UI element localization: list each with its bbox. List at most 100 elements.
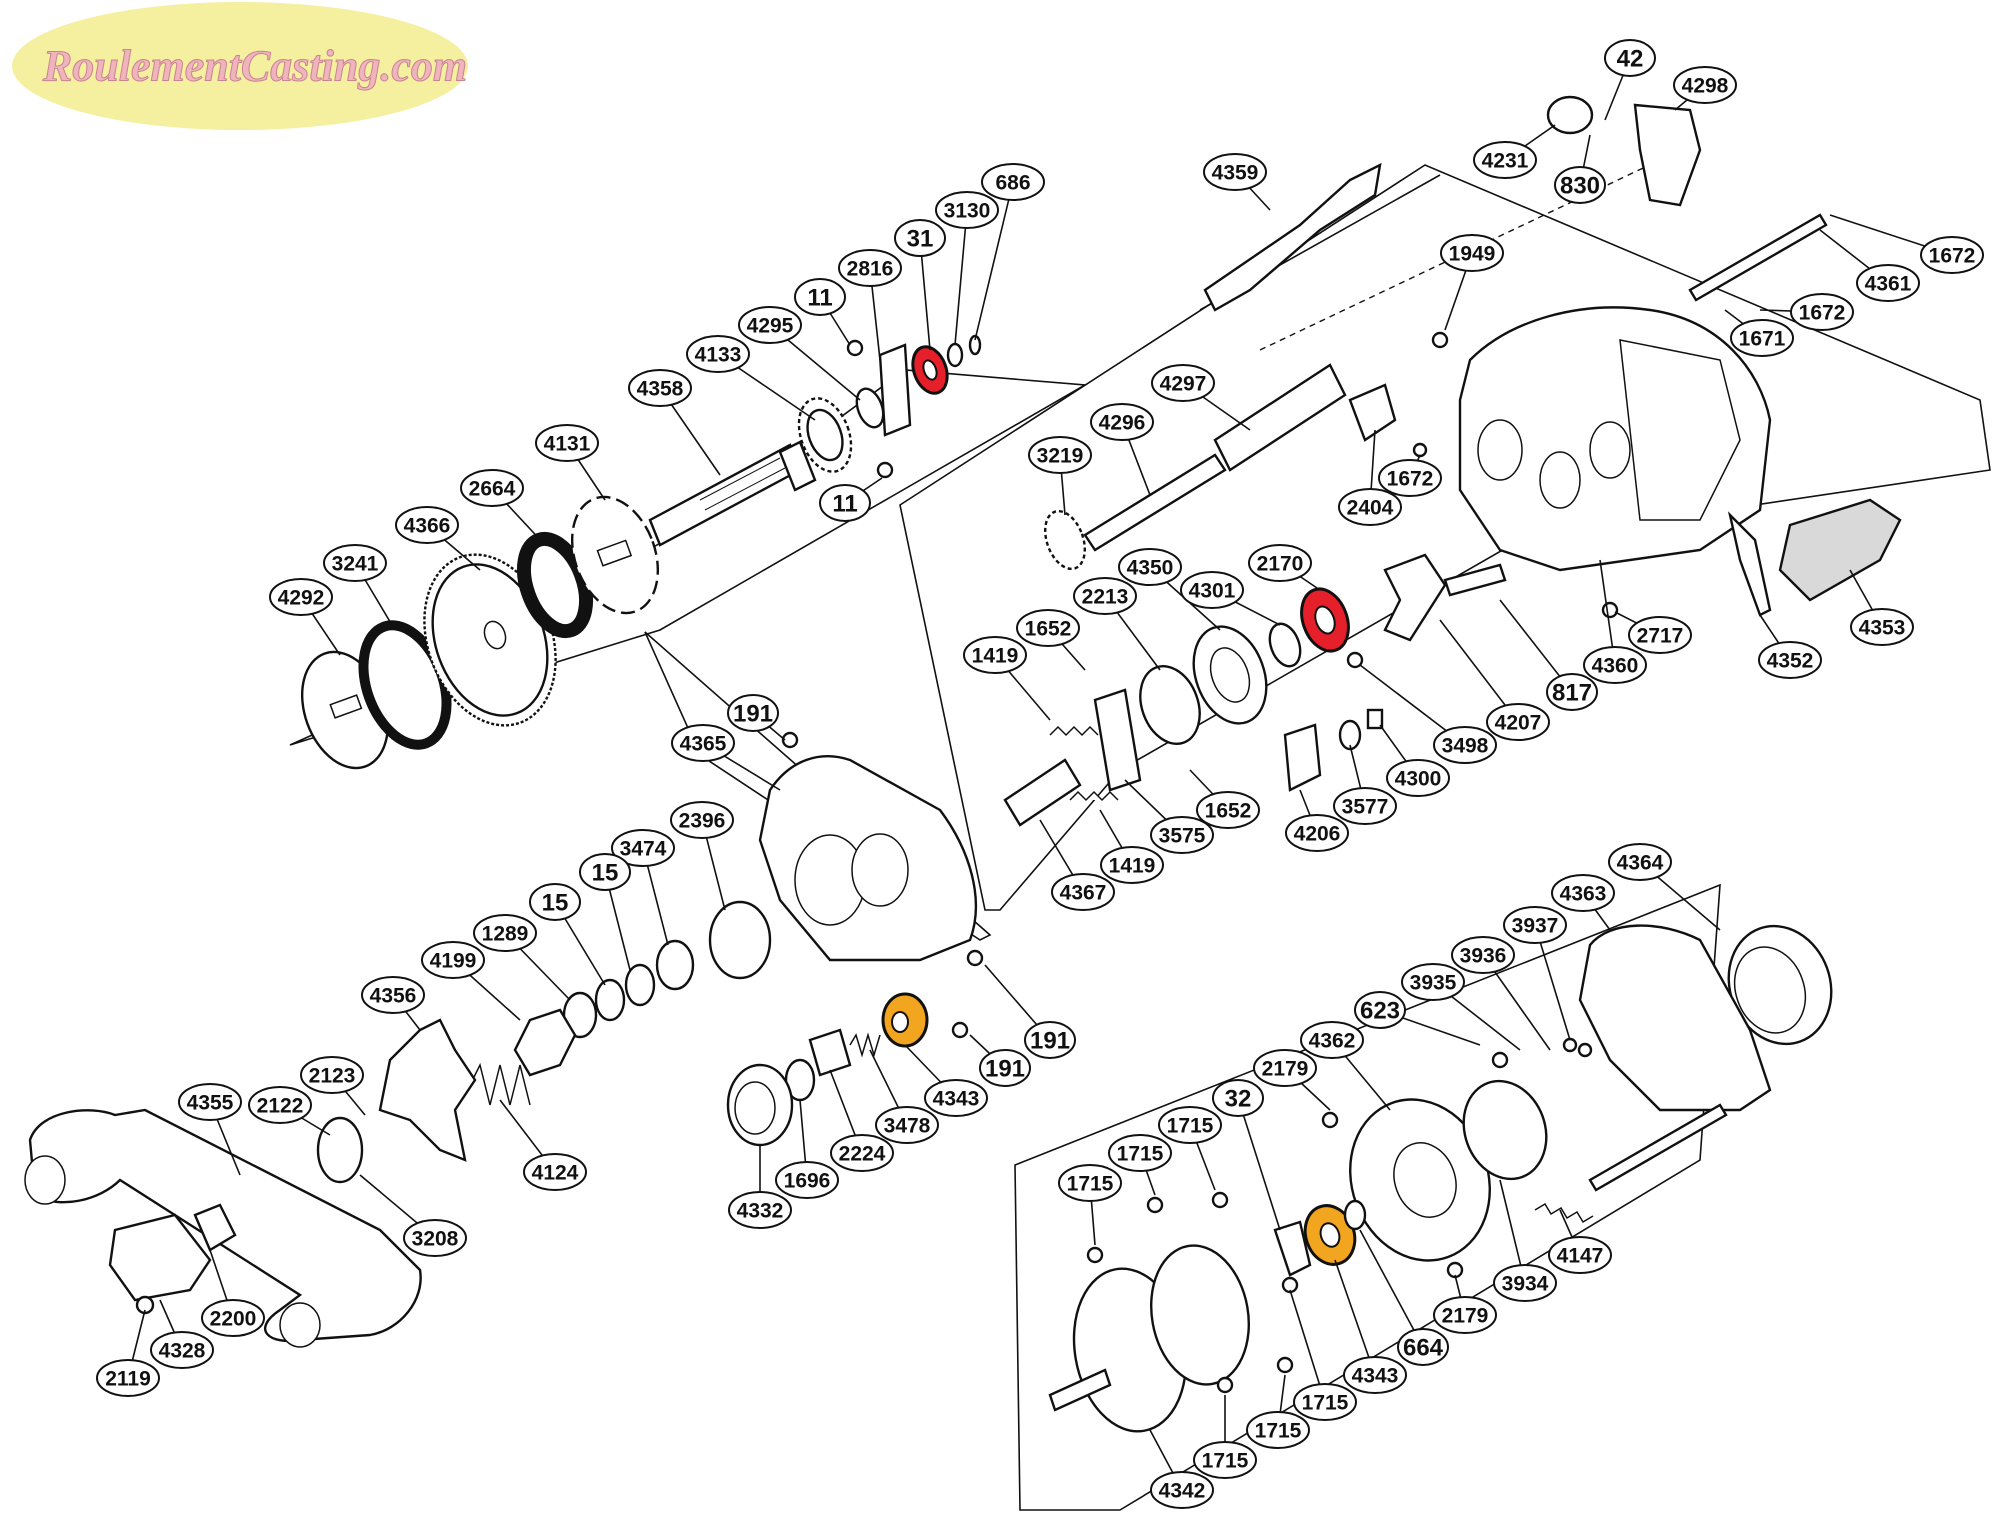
- callout-1652a[interactable]: 1652: [1016, 609, 1086, 671]
- callout-1672a[interactable]: 1672: [1829, 214, 1984, 274]
- callout-4298[interactable]: 4298: [1673, 66, 1737, 111]
- callout-2664[interactable]: 2664: [460, 469, 546, 546]
- callout-817[interactable]: 817: [1499, 599, 1598, 711]
- callout-191c[interactable]: 191: [969, 1034, 1031, 1087]
- callout-3474[interactable]: 3474: [611, 829, 675, 946]
- callout-4353[interactable]: 4353: [1849, 569, 1914, 646]
- callout-4207[interactable]: 4207: [1439, 619, 1550, 741]
- callout-1419a[interactable]: 1419: [963, 636, 1051, 721]
- callout-4206[interactable]: 4206: [1285, 789, 1349, 852]
- callout-1715a[interactable]: 1715: [1158, 1106, 1222, 1191]
- callout-3577[interactable]: 3577: [1333, 744, 1397, 825]
- callout-4332[interactable]: 4332: [728, 1145, 792, 1229]
- callout-2404[interactable]: 2404: [1338, 429, 1402, 526]
- callout-4295[interactable]: 4295: [738, 306, 861, 401]
- callout-2179a[interactable]: 2179: [1253, 1049, 1331, 1111]
- callout-2122[interactable]: 2122: [248, 1086, 331, 1136]
- callout-2816[interactable]: 2816: [838, 249, 902, 361]
- part-number: 2122: [257, 1095, 304, 1118]
- callout-4296[interactable]: 4296: [1090, 403, 1154, 496]
- callout-4343b[interactable]: 4343: [1334, 1259, 1407, 1394]
- callout-2224[interactable]: 2224: [829, 1069, 894, 1172]
- callout-4350[interactable]: 4350: [1118, 548, 1221, 631]
- callout-1672b[interactable]: 1672: [1759, 293, 1854, 331]
- callout-4300[interactable]: 4300: [1379, 724, 1450, 797]
- callout-oval: [1608, 843, 1672, 881]
- washer-15b: [594, 978, 626, 1022]
- callout-664[interactable]: 664: [1359, 1229, 1449, 1366]
- callout-3935[interactable]: 3935: [1401, 963, 1521, 1051]
- callout-1289[interactable]: 1289: [473, 914, 571, 1001]
- callout-15b[interactable]: 15: [529, 883, 606, 986]
- callout-4133[interactable]: 4133: [686, 335, 816, 421]
- callout-830[interactable]: 830: [1554, 134, 1606, 204]
- callout-4343a[interactable]: 4343: [904, 1044, 988, 1117]
- callout-2179b[interactable]: 2179: [1433, 1274, 1497, 1334]
- brand-logo[interactable]: RoulementCasting.com: [12, 2, 468, 130]
- thumb-pad-4353: [1778, 498, 1902, 602]
- callout-1715c[interactable]: 1715: [1058, 1164, 1122, 1246]
- callout-4358[interactable]: 4358: [628, 369, 721, 476]
- callout-4363[interactable]: 4363: [1551, 874, 1615, 931]
- callout-3219[interactable]: 3219: [1028, 436, 1092, 516]
- callout-15a[interactable]: 15: [579, 853, 631, 971]
- callout-191a[interactable]: 191: [727, 694, 786, 741]
- callout-4359[interactable]: 4359: [1203, 153, 1271, 211]
- callout-1949[interactable]: 1949: [1440, 234, 1504, 331]
- callout-2200[interactable]: 2200: [201, 1249, 265, 1337]
- callout-4342[interactable]: 4342: [1149, 1429, 1214, 1509]
- callout-4360[interactable]: 4360: [1583, 559, 1647, 684]
- callout-4355[interactable]: 4355: [178, 1083, 242, 1176]
- callout-3937[interactable]: 3937: [1503, 906, 1571, 1041]
- callout-4131[interactable]: 4131: [535, 424, 606, 501]
- callout-3130[interactable]: 3130: [935, 191, 999, 346]
- callout-1715e[interactable]: 1715: [1246, 1374, 1310, 1449]
- callout-4367[interactable]: 4367: [1039, 819, 1115, 911]
- callout-32[interactable]: 32: [1212, 1079, 1281, 1231]
- callout-1696[interactable]: 1696: [775, 1099, 839, 1199]
- callout-1715d[interactable]: 1715: [1289, 1289, 1357, 1421]
- callout-623[interactable]: 623: [1354, 991, 1481, 1046]
- callout-4328[interactable]: 4328: [150, 1299, 214, 1369]
- callout-1671[interactable]: 1671: [1724, 309, 1794, 357]
- callout-4361[interactable]: 4361: [1819, 229, 1920, 302]
- washer-664: [1343, 1199, 1367, 1231]
- callout-4356[interactable]: 4356: [361, 976, 425, 1031]
- callout-3936[interactable]: 3936: [1451, 936, 1551, 1051]
- callout-4362[interactable]: 4362: [1300, 1021, 1391, 1111]
- callout-42[interactable]: 42: [1604, 39, 1656, 121]
- callout-11b[interactable]: 11: [819, 477, 883, 522]
- callout-1652b[interactable]: 1652: [1189, 769, 1260, 829]
- callout-3934[interactable]: 3934: [1493, 1179, 1557, 1302]
- callout-31[interactable]: 31: [894, 219, 946, 351]
- callout-4365[interactable]: 4365: [671, 724, 781, 791]
- callout-2170[interactable]: 2170: [1248, 544, 1321, 591]
- callout-2213[interactable]: 2213: [1073, 577, 1161, 671]
- callout-3575[interactable]: 3575: [1124, 779, 1214, 854]
- callout-1672c[interactable]: 1672: [1378, 454, 1442, 497]
- callout-4231[interactable]: 4231: [1473, 124, 1556, 179]
- callout-4199[interactable]: 4199: [421, 941, 521, 1021]
- callout-3478[interactable]: 3478: [869, 1049, 939, 1144]
- callout-2717[interactable]: 2717: [1614, 611, 1692, 654]
- callout-2123[interactable]: 2123: [300, 1056, 366, 1116]
- callout-11a[interactable]: 11: [794, 278, 851, 346]
- callout-686[interactable]: 686: [974, 163, 1045, 341]
- callout-1715f[interactable]: 1715: [1193, 1395, 1257, 1479]
- callout-1715b[interactable]: 1715: [1108, 1134, 1172, 1196]
- callout-4147[interactable]: 4147: [1548, 1209, 1612, 1274]
- callout-4366[interactable]: 4366: [395, 506, 481, 571]
- callout-4297[interactable]: 4297: [1151, 364, 1251, 431]
- callout-4364[interactable]: 4364: [1608, 843, 1721, 931]
- callout-4292[interactable]: 4292: [269, 578, 341, 656]
- callout-4352[interactable]: 4352: [1758, 614, 1822, 679]
- callout-2396[interactable]: 2396: [670, 801, 734, 911]
- callout-2119[interactable]: 2119: [96, 1309, 160, 1397]
- callout-191b[interactable]: 191: [984, 964, 1076, 1059]
- callout-3241[interactable]: 3241: [323, 544, 396, 631]
- callout-3498[interactable]: 3498: [1359, 664, 1497, 764]
- callout-4124[interactable]: 4124: [499, 1099, 587, 1191]
- callout-1419b[interactable]: 1419: [1099, 809, 1164, 884]
- callout-3208[interactable]: 3208: [359, 1174, 467, 1257]
- callout-4301[interactable]: 4301: [1180, 571, 1281, 626]
